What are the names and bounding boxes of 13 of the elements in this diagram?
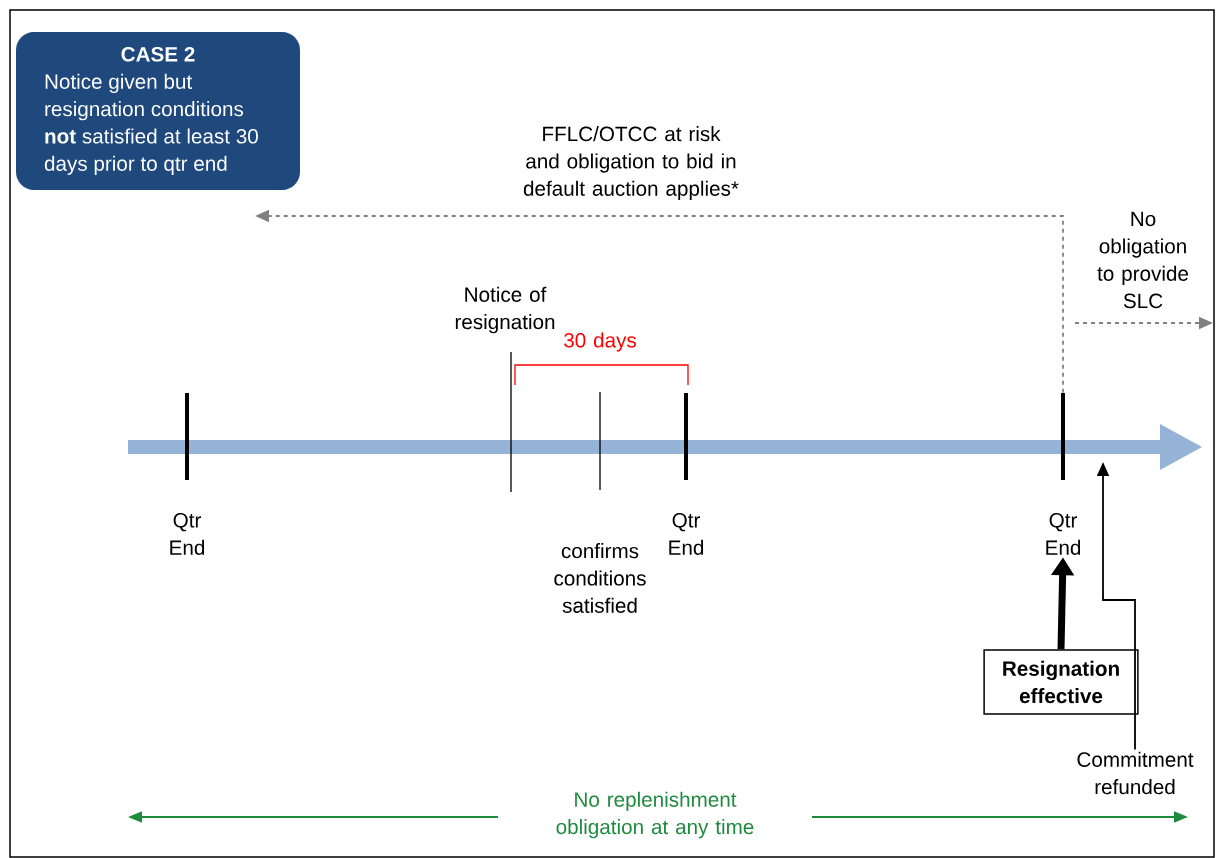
commitment-label: Commitment refunded: [1077, 751, 1194, 795]
event-label: Notice of resignation: [455, 286, 555, 334]
qtr-end-label: Qtr End: [170, 513, 205, 555]
bracket-label: 30 days: [564, 332, 636, 352]
qtr-end-label: Qtr End: [669, 513, 704, 555]
case-box: CASE 2 Notice given but resignation conditions not satisfied at least 30 days prior to qtr end: [16, 32, 300, 190]
annotation-text: No obligation to provide SLC: [1097, 211, 1189, 309]
event-label: confirms conditions satisfied: [554, 543, 646, 613]
result-box: Resignation effective: [983, 649, 1139, 715]
span-label: No replenishment obligation at any time: [498, 789, 812, 841]
qtr-end-label: Qtr End: [1046, 513, 1081, 555]
quarter-tick: [1061, 393, 1065, 480]
annotation-text: FFLC/OTCC at risk and obligation to bid in default auction applies*: [523, 126, 739, 200]
